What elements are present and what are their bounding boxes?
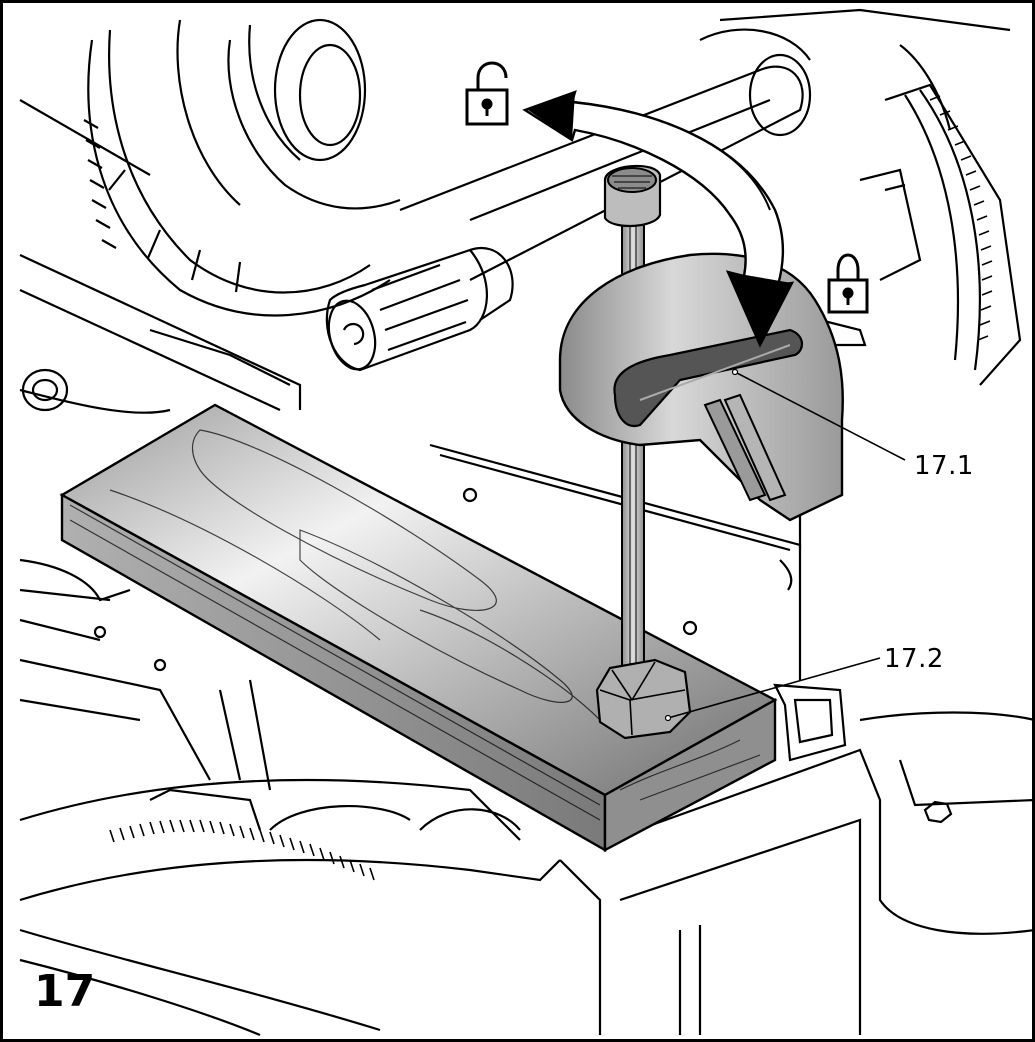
clamp-jaw — [613, 328, 803, 428]
leader-line-17-2 — [667, 657, 881, 719]
callout-label-17-2: 17.2 — [884, 644, 944, 674]
unlock-icon — [465, 61, 509, 126]
clamp-rod-lower — [621, 439, 645, 686]
machine-background — [19, 8, 1035, 1037]
clamp-base — [595, 658, 692, 740]
figure-number: 17 — [34, 966, 96, 1017]
lock-icon — [827, 253, 869, 314]
leader-line-17-1 — [734, 371, 906, 461]
callout-label-17-1: 17.1 — [914, 451, 974, 481]
